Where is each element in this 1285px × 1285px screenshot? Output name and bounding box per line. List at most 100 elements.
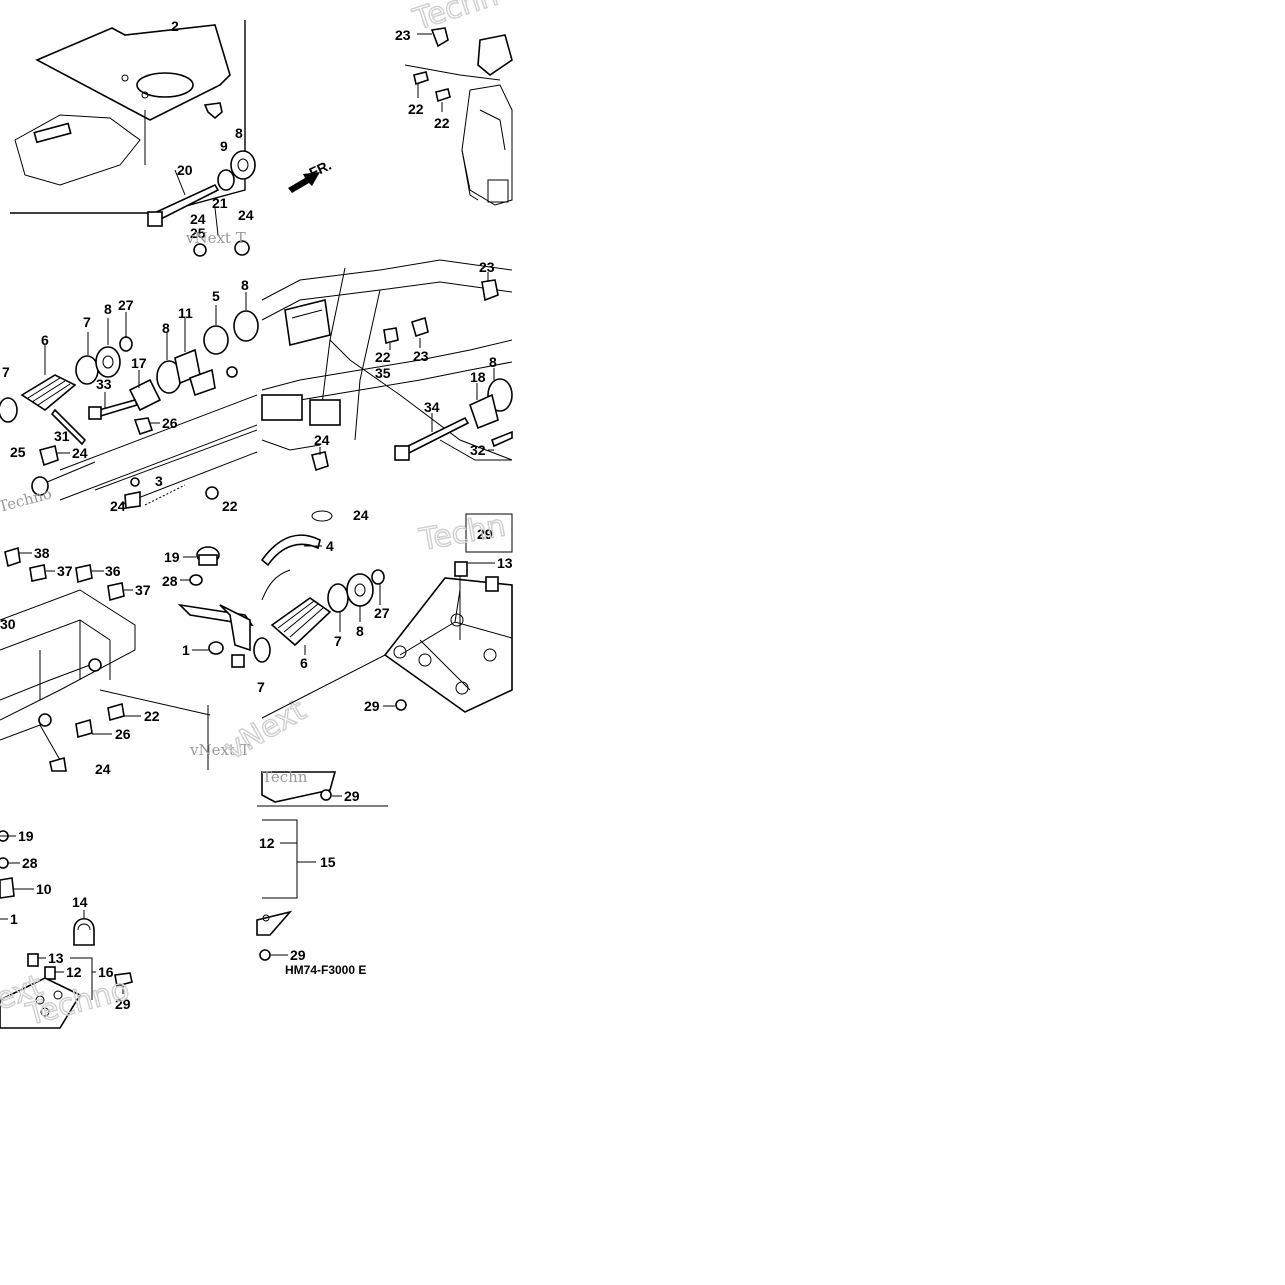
label-23b: 23 [413, 348, 429, 364]
clip-22 [107, 702, 125, 722]
bearing-7a [0, 397, 18, 423]
clip-fastener [203, 102, 223, 120]
bolt-28 [189, 574, 203, 586]
skid-plate [383, 577, 513, 713]
label-29a: 29 [364, 698, 380, 714]
label-32: 32 [470, 442, 486, 458]
tile-mid-right: 23 22 23 35 8 18 34 24 32 [261, 259, 513, 472]
label-36: 36 [105, 563, 121, 579]
nut-27 [371, 569, 385, 585]
label-1: 1 [10, 911, 18, 927]
front-label: FR. [307, 157, 334, 181]
floor-plate [35, 24, 231, 121]
label-29: 29 [115, 996, 131, 1012]
label-24a: 24 [72, 445, 88, 461]
label-37a: 37 [57, 563, 73, 579]
bolt-head-20 [147, 211, 163, 227]
label-10: 10 [36, 881, 52, 897]
label-23: 23 [395, 27, 411, 43]
watermark: Techn [409, 0, 503, 38]
label-34: 34 [424, 399, 440, 415]
label-29a: 29 [344, 788, 360, 804]
label-24b: 24 [238, 207, 254, 223]
label-12: 12 [259, 835, 275, 851]
label-5: 5 [212, 288, 220, 304]
clip-24 [49, 756, 67, 772]
label-8a: 8 [104, 301, 112, 317]
bolt-29 [395, 699, 407, 711]
label-29b: 29 [290, 947, 306, 963]
label-8: 8 [356, 623, 364, 639]
tile-bottom-left: 19 28 10 1 14 13 12 16 29 ext Techno [0, 828, 134, 1034]
bolt-29 [114, 972, 133, 987]
label-7b: 7 [257, 679, 265, 695]
bearing-7b [75, 355, 99, 385]
clip-26 [133, 417, 154, 436]
label-26: 26 [162, 415, 178, 431]
tile-bottom-right: 29 12 15 29 HM74-F3000 E Techn [256, 768, 388, 977]
tile-lower-right: 24 4 27 8 7 6 7 29 13 29 Techn [253, 507, 513, 719]
label-17: 17 [131, 355, 147, 371]
clip-23b [411, 316, 429, 338]
label-15: 15 [320, 854, 336, 870]
bracket-4 [260, 534, 321, 567]
label-24: 24 [95, 761, 111, 777]
label-6: 6 [41, 332, 49, 348]
watermark: Techn [416, 508, 508, 558]
label-13: 13 [497, 555, 513, 571]
label-23a: 23 [479, 259, 495, 275]
bearing-7 [327, 583, 349, 613]
label-27: 27 [374, 605, 390, 621]
label-21: 21 [212, 195, 228, 211]
label-8b: 8 [162, 320, 170, 336]
label-12: 12 [66, 964, 82, 980]
label-2: 2 [171, 18, 179, 34]
label-29b: 29 [477, 526, 493, 542]
bushing-8c [233, 310, 259, 342]
bushing-8 [230, 150, 256, 180]
tile-mid-left: 6 7 8 27 8 11 5 8 7 17 33 26 31 25 24 3 … [0, 277, 259, 516]
watermark: vNext T [185, 229, 246, 247]
front-arrow-icon [288, 172, 320, 193]
nut-13 [27, 953, 39, 967]
label-7: 7 [83, 314, 91, 330]
mount-10 [0, 877, 15, 899]
bolt-32 [491, 430, 513, 448]
frame-bracket [284, 299, 331, 346]
frame-block-a [261, 394, 303, 421]
bolt-29a [320, 789, 332, 801]
plate-lower [256, 910, 293, 936]
label-6: 6 [300, 655, 308, 671]
label-25: 25 [10, 444, 26, 460]
label-30: 30 [0, 616, 16, 632]
label-11: 11 [178, 305, 193, 321]
nut-27 [119, 336, 133, 352]
gear-6 [270, 597, 332, 647]
plate [0, 977, 82, 1029]
label-22a: 22 [408, 101, 424, 117]
watermark: Techno [0, 484, 54, 515]
label-24: 24 [314, 432, 330, 448]
label-20: 20 [177, 162, 193, 178]
clip-24 [39, 445, 59, 467]
tile-top-right: FR. 23 22 22 Techn [288, 0, 513, 206]
bushing-8a [95, 346, 121, 378]
clip-24 [311, 451, 329, 472]
watermark: vNext T [189, 741, 250, 759]
plate-edge [261, 771, 337, 803]
label-4: 4 [326, 538, 334, 554]
tile-top-left: 2 9 8 20 24 21 24 25 vNext T [10, 18, 256, 257]
label-25: 25 [190, 225, 206, 241]
clamp-14 [73, 917, 95, 946]
label-13: 13 [48, 950, 64, 966]
label-16: 16 [98, 964, 114, 980]
label-22b: 22 [434, 115, 450, 131]
diagram-code: HM74-F3000 E [285, 963, 366, 977]
label-8: 8 [235, 125, 243, 141]
clip-36 [75, 564, 93, 584]
label-24a: 24 [190, 211, 206, 227]
gear-6 [20, 374, 77, 411]
nut-13 [454, 561, 468, 577]
label-7b: 7 [2, 364, 10, 380]
